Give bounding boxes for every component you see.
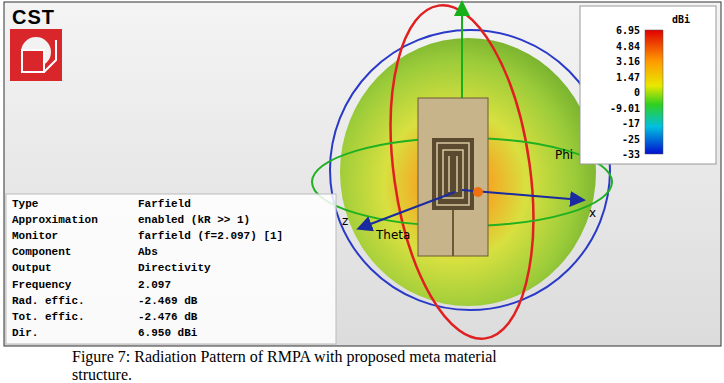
table-value: 6.950 dBi [138,327,197,339]
table-value: 2.097 [138,279,171,291]
axis-label: Theta [376,228,410,242]
color-scale [580,6,716,164]
table-value: Abs [138,246,158,258]
logo-text: CST [12,6,55,29]
table-value: -2.476 dB [138,311,197,323]
table-key: Rad. effic. [12,295,85,307]
table-value: farfield (f=2.097) [1] [138,230,283,242]
scale-value: 4.84 [616,41,640,52]
scale-value: 3.16 [616,56,640,67]
scale-value: -17 [622,118,640,129]
table-key: Frequency [12,279,71,291]
axis-label: x [589,206,596,220]
scale-value: 0 [634,87,640,98]
table-value: enabled (kR >> 1) [138,214,250,226]
figure-caption: Figure 7: Radiation Pattern of RMPA with… [72,348,512,383]
screenshot-frame [4,2,721,346]
info-table [6,194,336,344]
table-value: Directivity [138,262,211,274]
scale-value: -9.01 [610,103,640,114]
table-key: Approximation [12,214,98,226]
table-key: Tot. effic. [12,311,85,323]
axis-label: Phi [555,148,573,162]
cst-logo [10,29,62,81]
radiation-pattern [312,0,612,348]
table-key: Output [12,262,52,274]
table-key: Type [12,198,38,210]
scale-value: 1.47 [616,72,640,83]
scale-value: 6.95 [616,25,640,36]
table-key: Dir. [12,327,38,339]
table-value: Farfield [138,198,191,210]
table-value: -2.469 dB [138,295,197,307]
scale-value: -33 [622,149,640,160]
scale-value: -25 [622,134,640,145]
table-key: Component [12,246,71,258]
axis-label: z [342,214,348,228]
table-key: Monitor [12,230,58,242]
unit-label: dBi [672,14,690,25]
